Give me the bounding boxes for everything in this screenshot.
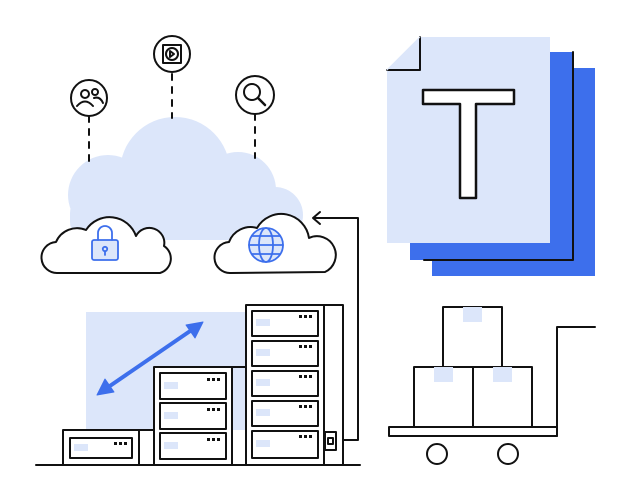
server-rack-tall (245, 304, 344, 466)
cloud-group (40, 35, 337, 275)
cart-box-right (472, 366, 533, 428)
server-cloud-connector (312, 211, 359, 441)
play-icon (153, 35, 191, 73)
cart-handle (556, 326, 596, 437)
cart-box-top (442, 306, 503, 368)
cart-wheel-left (426, 443, 448, 465)
hand-truck (388, 306, 596, 465)
resize-arrow-icon (96, 321, 204, 396)
dashed-connectors (88, 73, 256, 169)
server-unit-small (62, 429, 156, 466)
user-group-icon (70, 79, 108, 117)
cart-box-left (413, 366, 474, 428)
lock-cloud (40, 216, 172, 275)
letter-t (421, 88, 516, 200)
search-icon (235, 75, 275, 115)
globe-cloud (213, 212, 337, 275)
globe-icon (248, 227, 284, 263)
text-document-icon: T (386, 36, 595, 276)
cart-platform (388, 426, 558, 437)
cart-wheel-right (497, 443, 519, 465)
lock-icon (91, 225, 119, 261)
server-port (324, 431, 337, 451)
server-rack-medium (153, 366, 247, 466)
server-group (35, 304, 361, 466)
